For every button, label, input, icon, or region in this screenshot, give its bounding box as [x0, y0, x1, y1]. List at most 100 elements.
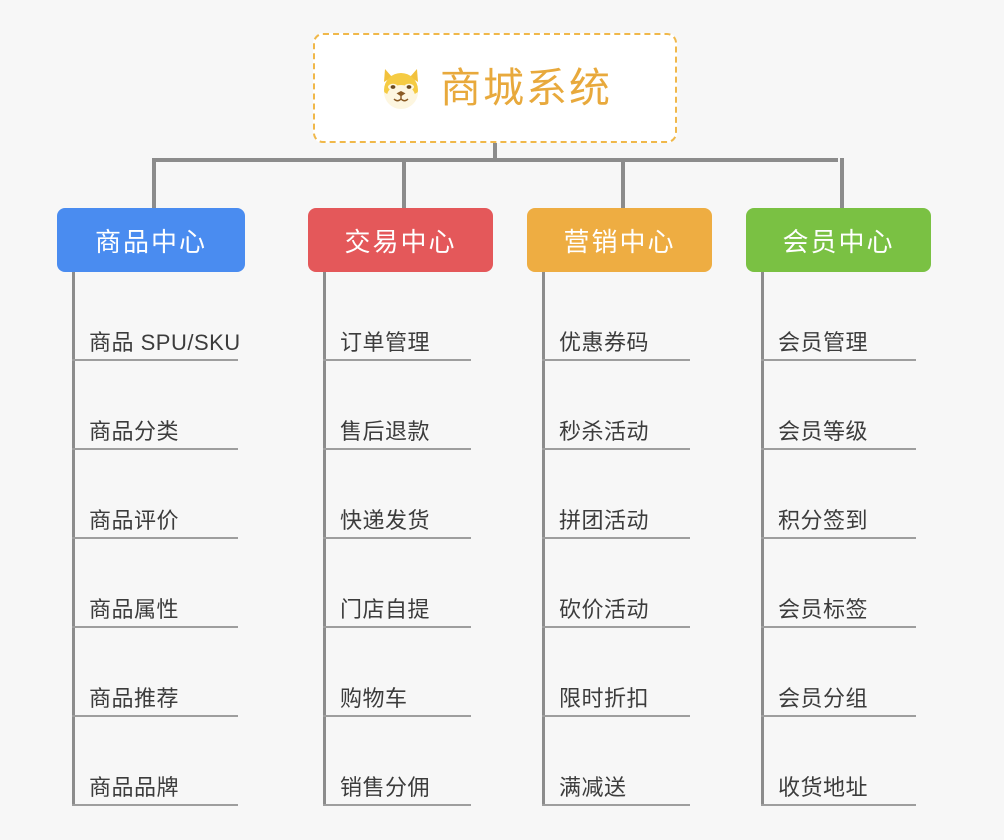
leaf-item-label: 会员分组 [778, 686, 869, 711]
connector-spine-2 [323, 272, 326, 806]
leaf-item-label: 会员标签 [778, 597, 869, 622]
leaf-item-label: 商品品牌 [89, 775, 180, 800]
leaf-item-underline [542, 448, 690, 450]
category-header-label: 会员中心 [782, 226, 895, 257]
leaf-item-underline [72, 359, 238, 361]
leaf-item-label: 商品属性 [89, 597, 180, 622]
connector-drop-3 [621, 158, 625, 208]
category-header-3[interactable]: 营销中心 [527, 208, 712, 272]
leaf-item[interactable]: 会员标签 [746, 539, 931, 628]
leaf-item[interactable]: 会员管理 [746, 272, 931, 361]
leaf-item-underline [72, 448, 238, 450]
leaf-item[interactable]: 砍价活动 [527, 539, 712, 628]
leaf-item[interactable]: 会员分组 [746, 628, 931, 717]
leaf-item-underline [323, 804, 471, 806]
leaf-item-label: 订单管理 [340, 330, 431, 355]
leaf-item-label: 门店自提 [340, 597, 431, 622]
leaf-item-underline [542, 804, 690, 806]
connector-drop-2 [402, 158, 406, 208]
leaf-item-underline [761, 804, 916, 806]
leaf-item[interactable]: 门店自提 [308, 539, 493, 628]
leaf-item-underline [323, 715, 471, 717]
leaf-list-2: 订单管理售后退款快递发货门店自提购物车销售分佣 [308, 272, 493, 806]
leaf-item-underline [761, 626, 916, 628]
leaf-item[interactable]: 限时折扣 [527, 628, 712, 717]
leaf-item-underline [72, 715, 238, 717]
category-header-label: 营销中心 [563, 226, 676, 257]
leaf-item-underline [72, 626, 238, 628]
leaf-item-label: 优惠券码 [559, 330, 650, 355]
category-header-label: 商品中心 [94, 226, 207, 257]
leaf-item[interactable]: 积分签到 [746, 450, 931, 539]
leaf-item-label: 砍价活动 [559, 597, 650, 622]
leaf-item-underline [323, 626, 471, 628]
root-title: 商城系统 [440, 64, 612, 111]
leaf-item[interactable]: 会员等级 [746, 361, 931, 450]
connector-drop-4 [840, 158, 844, 208]
leaf-item[interactable]: 商品推荐 [57, 628, 245, 717]
category-header-2[interactable]: 交易中心 [308, 208, 493, 272]
leaf-item[interactable]: 商品属性 [57, 539, 245, 628]
leaf-item[interactable]: 购物车 [308, 628, 493, 717]
leaf-item-underline [542, 626, 690, 628]
leaf-item-underline [761, 537, 916, 539]
leaf-item[interactable]: 满减送 [527, 717, 712, 806]
leaf-item[interactable]: 商品分类 [57, 361, 245, 450]
leaf-item[interactable]: 商品品牌 [57, 717, 245, 806]
leaf-item-label: 限时折扣 [559, 686, 650, 711]
leaf-item[interactable]: 优惠券码 [527, 272, 712, 361]
leaf-item-label: 商品评价 [89, 508, 180, 533]
leaf-item-label: 积分签到 [778, 508, 869, 533]
connector-spine-1 [72, 272, 75, 806]
shiba-dog-face-icon [378, 65, 424, 111]
leaf-item-underline [72, 537, 238, 539]
leaf-item[interactable]: 销售分佣 [308, 717, 493, 806]
connector-spine-4 [761, 272, 764, 806]
leaf-item-underline [323, 537, 471, 539]
connector-drop-1 [152, 158, 156, 208]
leaf-item-label: 购物车 [340, 686, 408, 711]
leaf-item[interactable]: 快递发货 [308, 450, 493, 539]
category-header-4[interactable]: 会员中心 [746, 208, 931, 272]
category-column-2: 交易中心订单管理售后退款快递发货门店自提购物车销售分佣 [308, 158, 493, 806]
leaf-list-3: 优惠券码秒杀活动拼团活动砍价活动限时折扣满减送 [527, 272, 712, 806]
category-header-label: 交易中心 [344, 226, 457, 257]
leaf-item-label: 拼团活动 [559, 508, 650, 533]
leaf-item-label: 会员管理 [778, 330, 869, 355]
leaf-item-underline [542, 715, 690, 717]
leaf-item-label: 商品分类 [89, 419, 180, 444]
leaf-item-underline [323, 359, 471, 361]
leaf-item-label: 收货地址 [778, 775, 869, 800]
leaf-list-4: 会员管理会员等级积分签到会员标签会员分组收货地址 [746, 272, 931, 806]
leaf-item-underline [323, 448, 471, 450]
category-column-3: 营销中心优惠券码秒杀活动拼团活动砍价活动限时折扣满减送 [527, 158, 712, 806]
leaf-item-label: 商品推荐 [89, 686, 180, 711]
leaf-item-label: 商品 SPU/SKU [89, 330, 241, 355]
leaf-item[interactable]: 售后退款 [308, 361, 493, 450]
leaf-item[interactable]: 订单管理 [308, 272, 493, 361]
leaf-item[interactable]: 拼团活动 [527, 450, 712, 539]
leaf-item[interactable]: 商品评价 [57, 450, 245, 539]
leaf-item-label: 秒杀活动 [559, 419, 650, 444]
category-header-1[interactable]: 商品中心 [57, 208, 245, 272]
leaf-item-label: 会员等级 [778, 419, 869, 444]
leaf-item-underline [761, 715, 916, 717]
leaf-item[interactable]: 商品 SPU/SKU [57, 272, 245, 361]
category-column-4: 会员中心会员管理会员等级积分签到会员标签会员分组收货地址 [746, 158, 931, 806]
root-node-mall-system[interactable]: 商城系统 [313, 33, 677, 143]
leaf-list-1: 商品 SPU/SKU 商品分类商品评价商品属性商品推荐商品品牌 [57, 272, 245, 806]
connector-horizontal-bus [152, 158, 838, 162]
connector-spine-3 [542, 272, 545, 806]
category-column-1: 商品中心商品 SPU/SKU 商品分类商品评价商品属性商品推荐商品品牌 [57, 158, 245, 806]
connector-root-stem [493, 143, 497, 162]
leaf-item-underline [761, 359, 916, 361]
leaf-item-label: 满减送 [559, 775, 627, 800]
leaf-item-underline [761, 448, 916, 450]
leaf-item-underline [542, 537, 690, 539]
leaf-item[interactable]: 收货地址 [746, 717, 931, 806]
leaf-item-label: 销售分佣 [340, 775, 431, 800]
leaf-item-label: 售后退款 [340, 419, 431, 444]
leaf-item-underline [72, 804, 238, 806]
leaf-item[interactable]: 秒杀活动 [527, 361, 712, 450]
